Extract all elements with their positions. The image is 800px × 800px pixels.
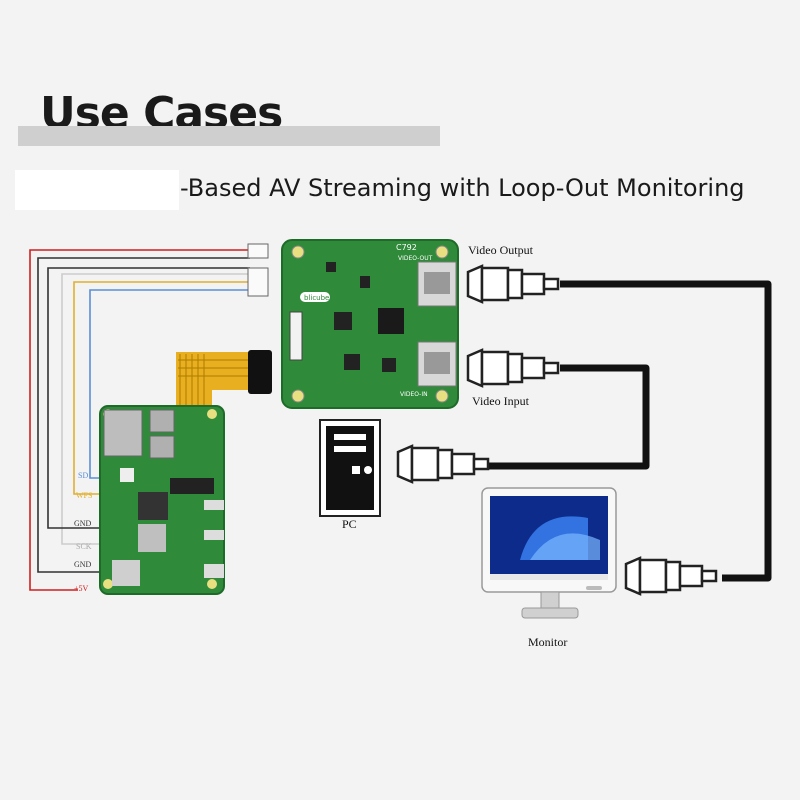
- raspberry-pi: [99, 405, 225, 595]
- wire-gnd-2: [37, 257, 250, 573]
- pin-labels: SD WFS GND SCK GND +5V: [74, 471, 92, 593]
- board-port-bottom: VIDEO-IN: [400, 391, 428, 398]
- cable-video-output: [560, 280, 772, 582]
- board-logo: blicube: [304, 294, 329, 302]
- hdmi-plug-pc: [396, 444, 490, 484]
- hdmi-plug-output: [466, 264, 560, 304]
- wire-gnd-1: [47, 267, 250, 529]
- signal-wires: [29, 249, 250, 591]
- wire-sck: [61, 273, 250, 545]
- board-port-top: VIDEO-OUT: [398, 255, 433, 262]
- title-underline: [18, 126, 440, 146]
- subtitle-mask: [15, 170, 179, 210]
- capture-board: blicube C792 VIDEO-OUT VIDEO-IN: [281, 239, 459, 409]
- wire-wfs: [73, 281, 250, 495]
- label-video-output: Video Output: [468, 243, 534, 257]
- pin-label-sd: SD: [78, 471, 88, 480]
- hdmi-cables: [486, 280, 772, 582]
- page-subtitle: -Based AV Streaming with Loop-Out Monito…: [180, 174, 745, 202]
- pin-label-gnd-1: GND: [74, 519, 92, 528]
- board-model: C792: [396, 243, 417, 252]
- wire-plus5v: [29, 249, 250, 591]
- label-pc: PC: [342, 517, 357, 531]
- monitor-icon: [481, 487, 617, 619]
- pin-label-sck: SCK: [76, 542, 92, 551]
- jst-connector-2pin: [247, 243, 269, 259]
- pin-label-wfs: WFS: [76, 491, 92, 500]
- pc-tower-icon: [319, 419, 381, 517]
- cable-video-input: [486, 364, 650, 470]
- hdmi-plug-monitor: [624, 556, 718, 596]
- wire-sd: [89, 289, 250, 479]
- label-monitor: Monitor: [528, 635, 567, 649]
- label-video-input: Video Input: [472, 394, 530, 408]
- pin-label-gnd-2: GND: [74, 560, 92, 569]
- pin-label-plus5v: +5V: [74, 584, 89, 593]
- jst-connector-4pin: [247, 267, 269, 297]
- hdmi-plug-input: [466, 348, 560, 388]
